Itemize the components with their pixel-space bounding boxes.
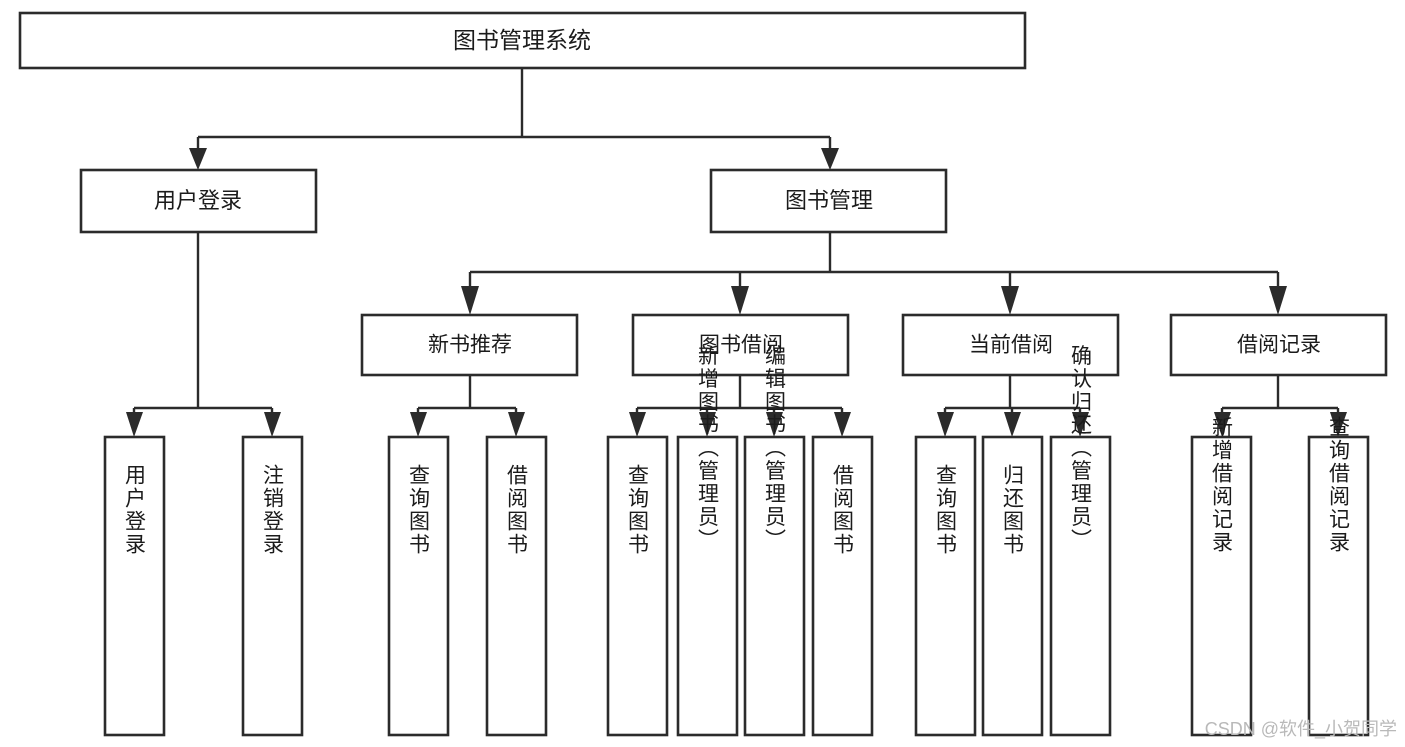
- arrow-head-icon: [1214, 412, 1231, 437]
- node-leaf-logout-login[interactable]: 注销登录: [241, 435, 304, 737]
- arrow-head-icon: [126, 412, 143, 437]
- node-box[interactable]: [241, 435, 304, 737]
- node-new-book-recommend[interactable]: 新书推荐: [360, 313, 579, 377]
- node-label-leaf-borrow-book-1: 借阅图书: [505, 464, 529, 556]
- node-box[interactable]: [709, 168, 948, 234]
- csdn-watermark: CSDN @软件_小贺同学: [1204, 719, 1397, 739]
- node-box[interactable]: [485, 435, 548, 737]
- node-label-leaf-logout-login: 注销登录: [261, 464, 285, 556]
- node-box[interactable]: [676, 435, 739, 737]
- node-leaf-return-book[interactable]: 归还图书: [981, 435, 1044, 737]
- node-label-leaf-query-book-1: 查询图书: [407, 464, 431, 556]
- node-box[interactable]: [1049, 435, 1112, 737]
- node-box[interactable]: [103, 435, 166, 737]
- node-label-new-book-recommend: 新书推荐: [428, 334, 512, 357]
- connectors-current-borrow-to-leaves: [937, 375, 1089, 437]
- node-label-book-manage: 图书管理: [785, 188, 873, 213]
- node-leaf-query-book-2[interactable]: 查询图书: [606, 435, 669, 737]
- node-book-borrow[interactable]: 图书借阅: [631, 313, 850, 377]
- node-leaf-add-book-admin[interactable]: 新增图书（管理员）: [676, 345, 739, 737]
- node-box[interactable]: [914, 435, 977, 737]
- arrow-head-icon: [1001, 286, 1019, 315]
- node-label-leaf-query-borrow-record: 查询借阅记录: [1327, 416, 1351, 554]
- arrow-head-icon: [1004, 412, 1021, 437]
- node-label-leaf-confirm-return-admin: 确认归还（管理员）: [1069, 345, 1093, 552]
- connectors-borrow-record-to-leaves: [1214, 375, 1347, 437]
- connectors-root-to-level2: [189, 68, 839, 170]
- arrow-head-icon: [731, 286, 749, 315]
- arrow-head-icon: [937, 412, 954, 437]
- connectors-book-borrow-to-leaves: [629, 375, 851, 437]
- node-leaf-add-borrow-record[interactable]: 新增借阅记录: [1190, 416, 1253, 737]
- node-box[interactable]: [18, 11, 1027, 70]
- node-leaf-query-book-3[interactable]: 查询图书: [914, 435, 977, 737]
- arrow-head-icon: [1072, 412, 1089, 437]
- connectors-book-manage-to-level3: [461, 232, 1287, 315]
- node-leaf-user-login[interactable]: 用户登录: [103, 435, 166, 737]
- node-label-book-borrow: 图书借阅: [699, 334, 783, 357]
- node-leaf-query-borrow-record[interactable]: 查询借阅记录: [1307, 416, 1370, 737]
- connectors-new-book-recommend-to-leaves: [410, 375, 525, 437]
- node-box[interactable]: [360, 313, 579, 377]
- node-box[interactable]: [981, 435, 1044, 737]
- arrow-head-icon: [508, 412, 525, 437]
- arrow-head-icon: [410, 412, 427, 437]
- node-label-leaf-borrow-book-2: 借阅图书: [831, 464, 855, 556]
- node-box[interactable]: [631, 313, 850, 377]
- node-current-borrow[interactable]: 当前借阅: [901, 313, 1120, 377]
- node-root-book-management-system[interactable]: 图书管理系统: [18, 11, 1027, 70]
- node-box[interactable]: [606, 435, 669, 737]
- node-box[interactable]: [811, 435, 874, 737]
- node-label-leaf-edit-book-admin: 编辑图书（管理员）: [763, 345, 787, 552]
- node-leaf-borrow-book-2[interactable]: 借阅图书: [811, 435, 874, 737]
- node-box[interactable]: [387, 435, 450, 737]
- node-label-root: 图书管理系统: [453, 27, 591, 53]
- node-borrow-record[interactable]: 借阅记录: [1169, 313, 1388, 377]
- node-leaf-query-book-1[interactable]: 查询图书: [387, 435, 450, 737]
- arrow-head-icon: [821, 148, 839, 170]
- node-label-current-borrow: 当前借阅: [969, 334, 1053, 357]
- node-user-login[interactable]: 用户登录: [79, 168, 318, 234]
- arrow-head-icon: [629, 412, 646, 437]
- arrow-head-icon: [461, 286, 479, 315]
- node-label-leaf-query-book-3: 查询图书: [934, 464, 958, 556]
- connectors-user-login-to-leaves: [126, 232, 281, 437]
- node-label-leaf-add-book-admin: 新增图书（管理员）: [696, 345, 720, 552]
- arrow-head-icon: [834, 412, 851, 437]
- node-leaf-confirm-return-admin[interactable]: 确认归还（管理员）: [1049, 345, 1112, 737]
- node-label-borrow-record: 借阅记录: [1237, 334, 1321, 357]
- arrow-head-icon: [1330, 412, 1347, 437]
- node-box[interactable]: [901, 313, 1120, 377]
- node-label-leaf-add-borrow-record: 新增借阅记录: [1210, 416, 1234, 554]
- node-book-manage[interactable]: 图书管理: [709, 168, 948, 234]
- node-box[interactable]: [743, 435, 806, 737]
- node-box[interactable]: [79, 168, 318, 234]
- node-box[interactable]: [1307, 435, 1370, 737]
- node-label-leaf-query-book-2: 查询图书: [626, 464, 650, 556]
- node-box[interactable]: [1169, 313, 1388, 377]
- arrow-head-icon: [766, 412, 783, 437]
- arrow-head-icon: [189, 148, 207, 170]
- node-label-user-login: 用户登录: [154, 188, 242, 213]
- node-box[interactable]: [1190, 435, 1253, 737]
- arrow-head-icon: [264, 412, 281, 437]
- node-leaf-edit-book-admin[interactable]: 编辑图书（管理员）: [743, 345, 806, 737]
- arrow-head-icon: [699, 412, 716, 437]
- node-label-leaf-user-login: 用户登录: [123, 464, 147, 556]
- node-leaf-borrow-book-1[interactable]: 借阅图书: [485, 435, 548, 737]
- node-label-leaf-return-book: 归还图书: [1001, 464, 1025, 556]
- arrow-head-icon: [1269, 286, 1287, 315]
